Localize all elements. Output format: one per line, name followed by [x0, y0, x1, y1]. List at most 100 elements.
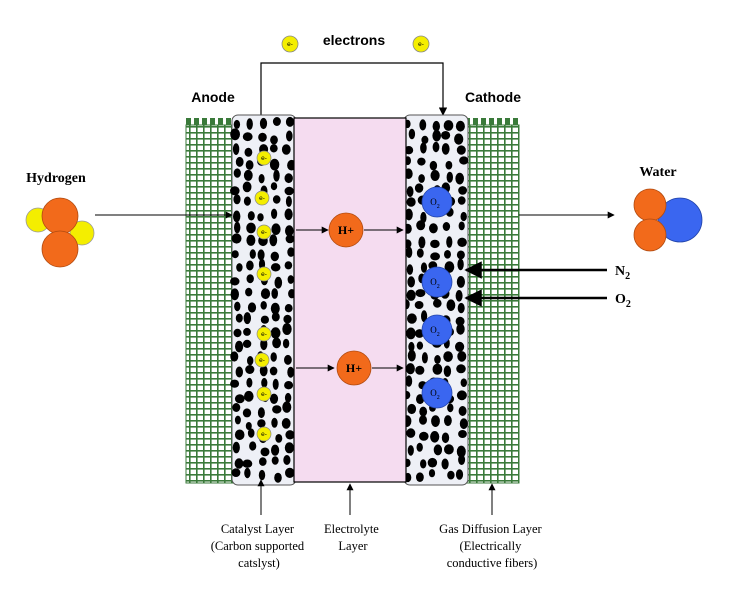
- carbon-particle: [231, 250, 239, 259]
- carbon-particle: [416, 220, 426, 231]
- carbon-particle: [443, 351, 453, 362]
- carbon-particle: [259, 457, 267, 466]
- electron-icon: [254, 352, 270, 368]
- carbon-particle: [456, 445, 466, 458]
- carbon-particle: [455, 120, 465, 132]
- carbon-particle: [432, 120, 440, 132]
- carbon-particle: [284, 392, 292, 403]
- carbon-particle: [269, 144, 278, 153]
- carbon-particle: [406, 197, 416, 207]
- electron-icon: [256, 426, 272, 442]
- carbon-particle: [430, 431, 440, 443]
- carbon-particle: [405, 246, 413, 258]
- carbon-particle: [270, 302, 280, 315]
- oxygen-molecule-icon: [421, 266, 453, 298]
- carbon-particle: [233, 210, 241, 223]
- carbon-particle: [444, 250, 451, 259]
- carbon-particle: [415, 289, 426, 298]
- electron-marker-right-label: e-: [418, 41, 424, 48]
- carbon-particle: [284, 381, 294, 390]
- carbon-particle: [285, 116, 295, 127]
- carbon-particle: [234, 415, 241, 425]
- carbon-particle: [416, 341, 424, 350]
- carbon-particle: [271, 208, 278, 219]
- carbon-particle: [233, 119, 241, 129]
- carbon-particle: [460, 378, 467, 388]
- carbon-particle: [441, 432, 450, 444]
- carbon-particle: [446, 171, 453, 183]
- electron-icon: [256, 326, 272, 342]
- hydrogen-molecule-icon: [25, 197, 95, 268]
- carbon-particle: [432, 363, 443, 375]
- carbon-particle: [233, 194, 241, 205]
- anode-gas-diffusion-layer: [185, 118, 239, 484]
- electron-marker-left: [281, 35, 299, 53]
- carbon-particle: [458, 186, 467, 195]
- carbon-particle: [270, 263, 281, 272]
- carbon-particle: [235, 366, 243, 378]
- carbon-particle: [274, 472, 282, 483]
- carbon-particle: [416, 472, 424, 483]
- carbon-particle: [284, 354, 292, 365]
- carbon-particle: [273, 169, 280, 182]
- proton-lower-label: H+: [346, 361, 362, 375]
- carbon-particle: [284, 442, 294, 454]
- carbon-particle: [417, 157, 426, 166]
- carbon-particle: [246, 274, 254, 284]
- carbon-particle: [233, 328, 242, 338]
- carbon-particle: [230, 128, 241, 141]
- carbon-particle: [257, 249, 265, 261]
- carbon-particle: [407, 445, 414, 456]
- carbon-particle: [272, 195, 281, 204]
- carbon-particle: [235, 156, 244, 167]
- carbon-particle: [282, 401, 292, 413]
- n2-label: N2: [615, 264, 630, 282]
- carbon-particle: [458, 406, 467, 416]
- carbon-particle: [246, 118, 253, 130]
- carbon-particle: [446, 236, 453, 248]
- carbon-particle: [418, 174, 425, 183]
- electron-icon: [254, 190, 270, 206]
- carbon-particle: [458, 454, 466, 465]
- electrolyte-layer: [293, 117, 407, 483]
- carbon-particle: [285, 225, 294, 237]
- carbon-particle: [257, 407, 265, 419]
- carbon-particle: [414, 183, 424, 193]
- carbon-particle: [455, 469, 464, 480]
- carbon-particle: [444, 415, 452, 427]
- carbon-particle: [246, 222, 256, 234]
- carbon-particle: [459, 156, 469, 165]
- carbon-particle: [231, 468, 241, 477]
- electrons-label-group: e- electrons e-: [281, 32, 430, 53]
- carbon-particle: [272, 117, 281, 126]
- electron-icon: [256, 224, 272, 240]
- carbon-particle: [245, 287, 253, 297]
- carbon-particle: [272, 405, 282, 414]
- carbon-particle: [247, 428, 255, 438]
- carbon-particle: [233, 168, 241, 178]
- carbon-particle: [284, 186, 294, 196]
- electron-icon-label: e-: [261, 431, 267, 438]
- carbon-particle: [260, 288, 271, 300]
- carbon-particle: [419, 415, 427, 425]
- oxygen-molecule-label: O2: [430, 388, 440, 401]
- electron-icon-label: e-: [259, 357, 265, 364]
- carbon-particle: [407, 313, 417, 324]
- carbon-particle: [235, 340, 244, 353]
- carbon-particle: [243, 312, 251, 325]
- carbon-particle: [456, 276, 465, 288]
- carbon-particle: [259, 364, 268, 377]
- carbon-particle: [244, 467, 251, 479]
- oxygen-molecule-icon: [421, 377, 453, 409]
- carbon-particle: [260, 447, 270, 457]
- carbon-particle: [245, 365, 255, 374]
- carbon-particle: [444, 444, 454, 455]
- electron-icon-label: e-: [261, 271, 267, 278]
- carbon-particle: [261, 377, 268, 388]
- carbon-particle: [249, 441, 257, 451]
- carbon-particle: [429, 223, 438, 234]
- carbon-particle: [234, 429, 245, 441]
- carbon-particle: [407, 403, 417, 415]
- carbon-particle: [455, 172, 465, 185]
